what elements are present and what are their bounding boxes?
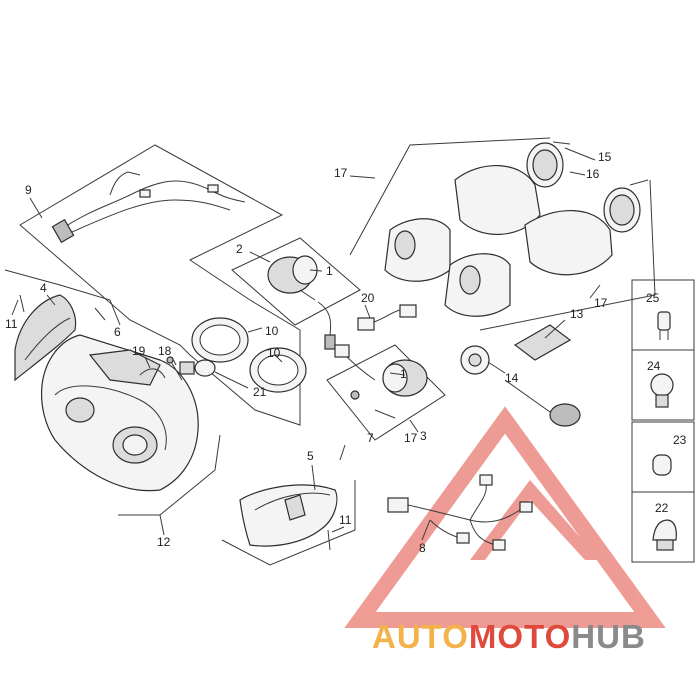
callout-11-left: 11 (5, 317, 18, 331)
watermark-auto: AUTO (372, 618, 469, 655)
callout-20: 20 (361, 291, 375, 305)
callout-8: 8 (419, 541, 426, 555)
callout-10-left: 10 (265, 324, 279, 338)
callout-22: 22 (655, 501, 669, 515)
callout-17-lower: 17 (404, 431, 418, 445)
callout-24: 24 (647, 359, 661, 373)
callout-4: 4 (40, 281, 47, 295)
watermark-moto: MOTO (469, 618, 571, 655)
callout-12: 12 (157, 535, 171, 549)
callout-17-right: 17 (594, 296, 608, 310)
callout-6: 6 (114, 325, 121, 339)
callout-19: 19 (132, 344, 146, 358)
callout-16: 16 (586, 167, 600, 181)
callout-10-right: 10 (267, 346, 281, 360)
callout-3: 3 (420, 429, 427, 443)
bulb-panel (631, 279, 695, 563)
callout-labels: 1 1 2 3 4 5 6 7 8 9 10 10 11 11 12 13 14… (5, 150, 687, 555)
callout-14: 14 (505, 371, 519, 385)
watermark-logo (344, 406, 666, 628)
callout-11-lower: 11 (339, 513, 352, 527)
callout-2: 2 (236, 242, 243, 256)
callout-15: 15 (598, 150, 612, 164)
callout-23: 23 (673, 433, 687, 447)
callout-7: 7 (367, 431, 374, 445)
leader-lines (11, 147, 601, 541)
watermark-text: AUTOMOTOHUB (372, 618, 646, 655)
callout-21: 21 (253, 385, 267, 399)
svg-text:AUTOMOTOHUB: AUTOMOTOHUB (372, 618, 646, 655)
watermark-hub: HUB (571, 618, 646, 655)
callout-17-top: 17 (334, 166, 348, 180)
callout-5: 5 (307, 449, 314, 463)
callout-1-upper: 1 (326, 264, 333, 278)
part-drawings (14, 141, 649, 551)
callout-25: 25 (646, 291, 660, 305)
callout-9: 9 (25, 183, 32, 197)
callout-1-lower: 1 (400, 367, 407, 381)
callout-13: 13 (570, 307, 584, 321)
callout-18: 18 (158, 344, 172, 358)
